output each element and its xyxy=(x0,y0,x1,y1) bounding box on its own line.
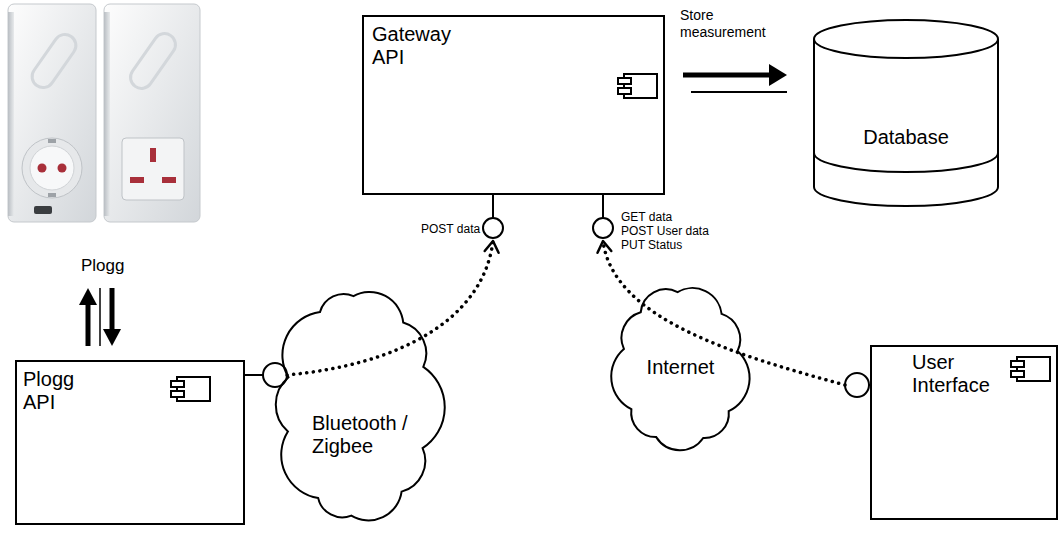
node-text: User Interface xyxy=(912,351,990,397)
exchange-arrows xyxy=(79,288,121,346)
connector-line xyxy=(683,73,771,78)
interface-circle xyxy=(845,373,869,397)
device-label: Plogg xyxy=(81,256,124,276)
socket-slot xyxy=(162,177,176,183)
connector xyxy=(593,195,870,397)
interface-circle xyxy=(593,218,613,238)
plogg-eu-device xyxy=(8,4,96,222)
flow-underline xyxy=(691,91,787,93)
node-text: Bluetooth / Zigbee xyxy=(312,412,430,458)
connector xyxy=(683,64,787,92)
interface-label: POST User data xyxy=(621,224,709,238)
interface-label: POST data xyxy=(421,222,480,236)
device-side xyxy=(8,12,14,216)
icon-port xyxy=(1011,361,1024,367)
dotted-connector xyxy=(287,241,493,375)
database-cylinder: Database xyxy=(812,18,1000,208)
device-emblem xyxy=(28,30,80,92)
component-box: Gateway API xyxy=(362,15,665,195)
socket-rim xyxy=(22,138,82,198)
node-text: Database xyxy=(812,126,1000,149)
plogg-uk-device xyxy=(104,4,200,222)
up-arrow-head xyxy=(79,288,97,305)
node-text: Plogg API xyxy=(23,368,74,414)
down-arrow-head xyxy=(103,329,121,346)
cylinder-body xyxy=(814,39,998,206)
cylinder-top xyxy=(814,20,998,58)
component-icon xyxy=(614,72,660,100)
interface-stem xyxy=(245,374,263,376)
socket-face xyxy=(30,146,74,190)
component-box: User Interface xyxy=(870,345,1058,520)
icon-port xyxy=(618,88,631,94)
socket-slot xyxy=(150,148,156,162)
socket-slot xyxy=(130,177,144,183)
icon-port xyxy=(171,381,184,387)
cloud-path xyxy=(276,292,445,520)
device-side xyxy=(104,12,110,216)
interface-stem xyxy=(602,195,604,218)
interface-label: PUT Status xyxy=(621,238,682,252)
node-text: Gateway API xyxy=(372,23,451,69)
component-box: Plogg API xyxy=(15,360,245,525)
socket-face xyxy=(122,138,184,200)
socket-pin xyxy=(58,164,67,173)
connector xyxy=(245,195,503,387)
cloud-outline xyxy=(262,272,452,540)
device-emblem xyxy=(126,29,180,92)
divider-line xyxy=(99,288,101,346)
network-cloud: Internet xyxy=(598,268,763,468)
component-icon xyxy=(167,375,213,403)
interface-circle xyxy=(483,218,503,238)
edge-label: Store measurement xyxy=(680,7,780,41)
device-body xyxy=(8,4,96,222)
component-icon xyxy=(1007,355,1053,383)
device-slot xyxy=(34,206,52,214)
arrow-head xyxy=(485,241,499,253)
socket-pin xyxy=(38,164,47,173)
network-cloud: Bluetooth / Zigbee xyxy=(262,272,452,540)
arrow-head xyxy=(769,64,787,86)
device-body xyxy=(104,4,200,222)
icon-port xyxy=(1011,371,1024,377)
cylinder-outline xyxy=(812,18,1000,208)
down-arrow-shaft xyxy=(110,288,115,332)
arrow-head xyxy=(598,241,612,253)
cylinder-band xyxy=(814,153,998,172)
up-arrow-shaft xyxy=(86,302,91,346)
interface-label: GET data xyxy=(621,210,672,224)
earth-clip xyxy=(48,139,56,143)
node-text: Internet xyxy=(598,356,763,379)
icon-port xyxy=(618,78,631,84)
interface-stem xyxy=(492,195,494,218)
icon-port xyxy=(171,391,184,397)
earth-clip xyxy=(48,193,56,197)
